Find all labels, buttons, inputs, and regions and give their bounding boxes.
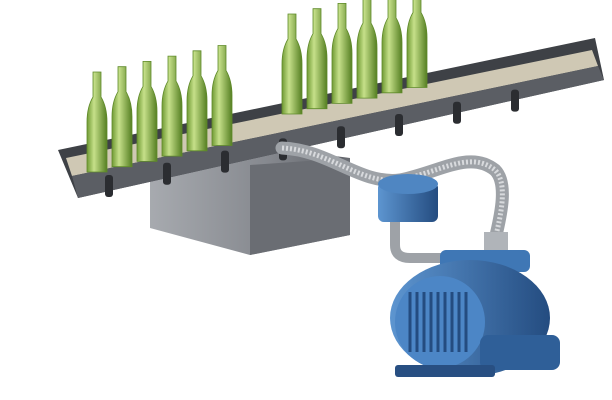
conveyor-clamp [221,150,229,173]
support-box [150,145,350,255]
conveyor-clamp [511,89,519,112]
filter-canister [378,174,470,263]
bottle [161,55,183,157]
bottle [86,71,108,173]
bottles [86,0,428,173]
bottle [136,61,158,162]
bottle [281,13,303,115]
conveyor-clamp [105,175,113,197]
regenerative-blower [390,232,560,377]
conveyor-clamp [395,114,403,136]
conveyor-clamp [453,101,461,124]
bottle [356,0,378,99]
conveyor-clamp [337,126,345,149]
conveyor-clamp [163,162,171,185]
bottle [111,66,133,168]
bottle [331,3,353,104]
bottle [186,50,208,152]
bottle [211,45,233,146]
bottle [306,8,328,110]
bottle [406,0,428,88]
bottle [381,0,403,94]
